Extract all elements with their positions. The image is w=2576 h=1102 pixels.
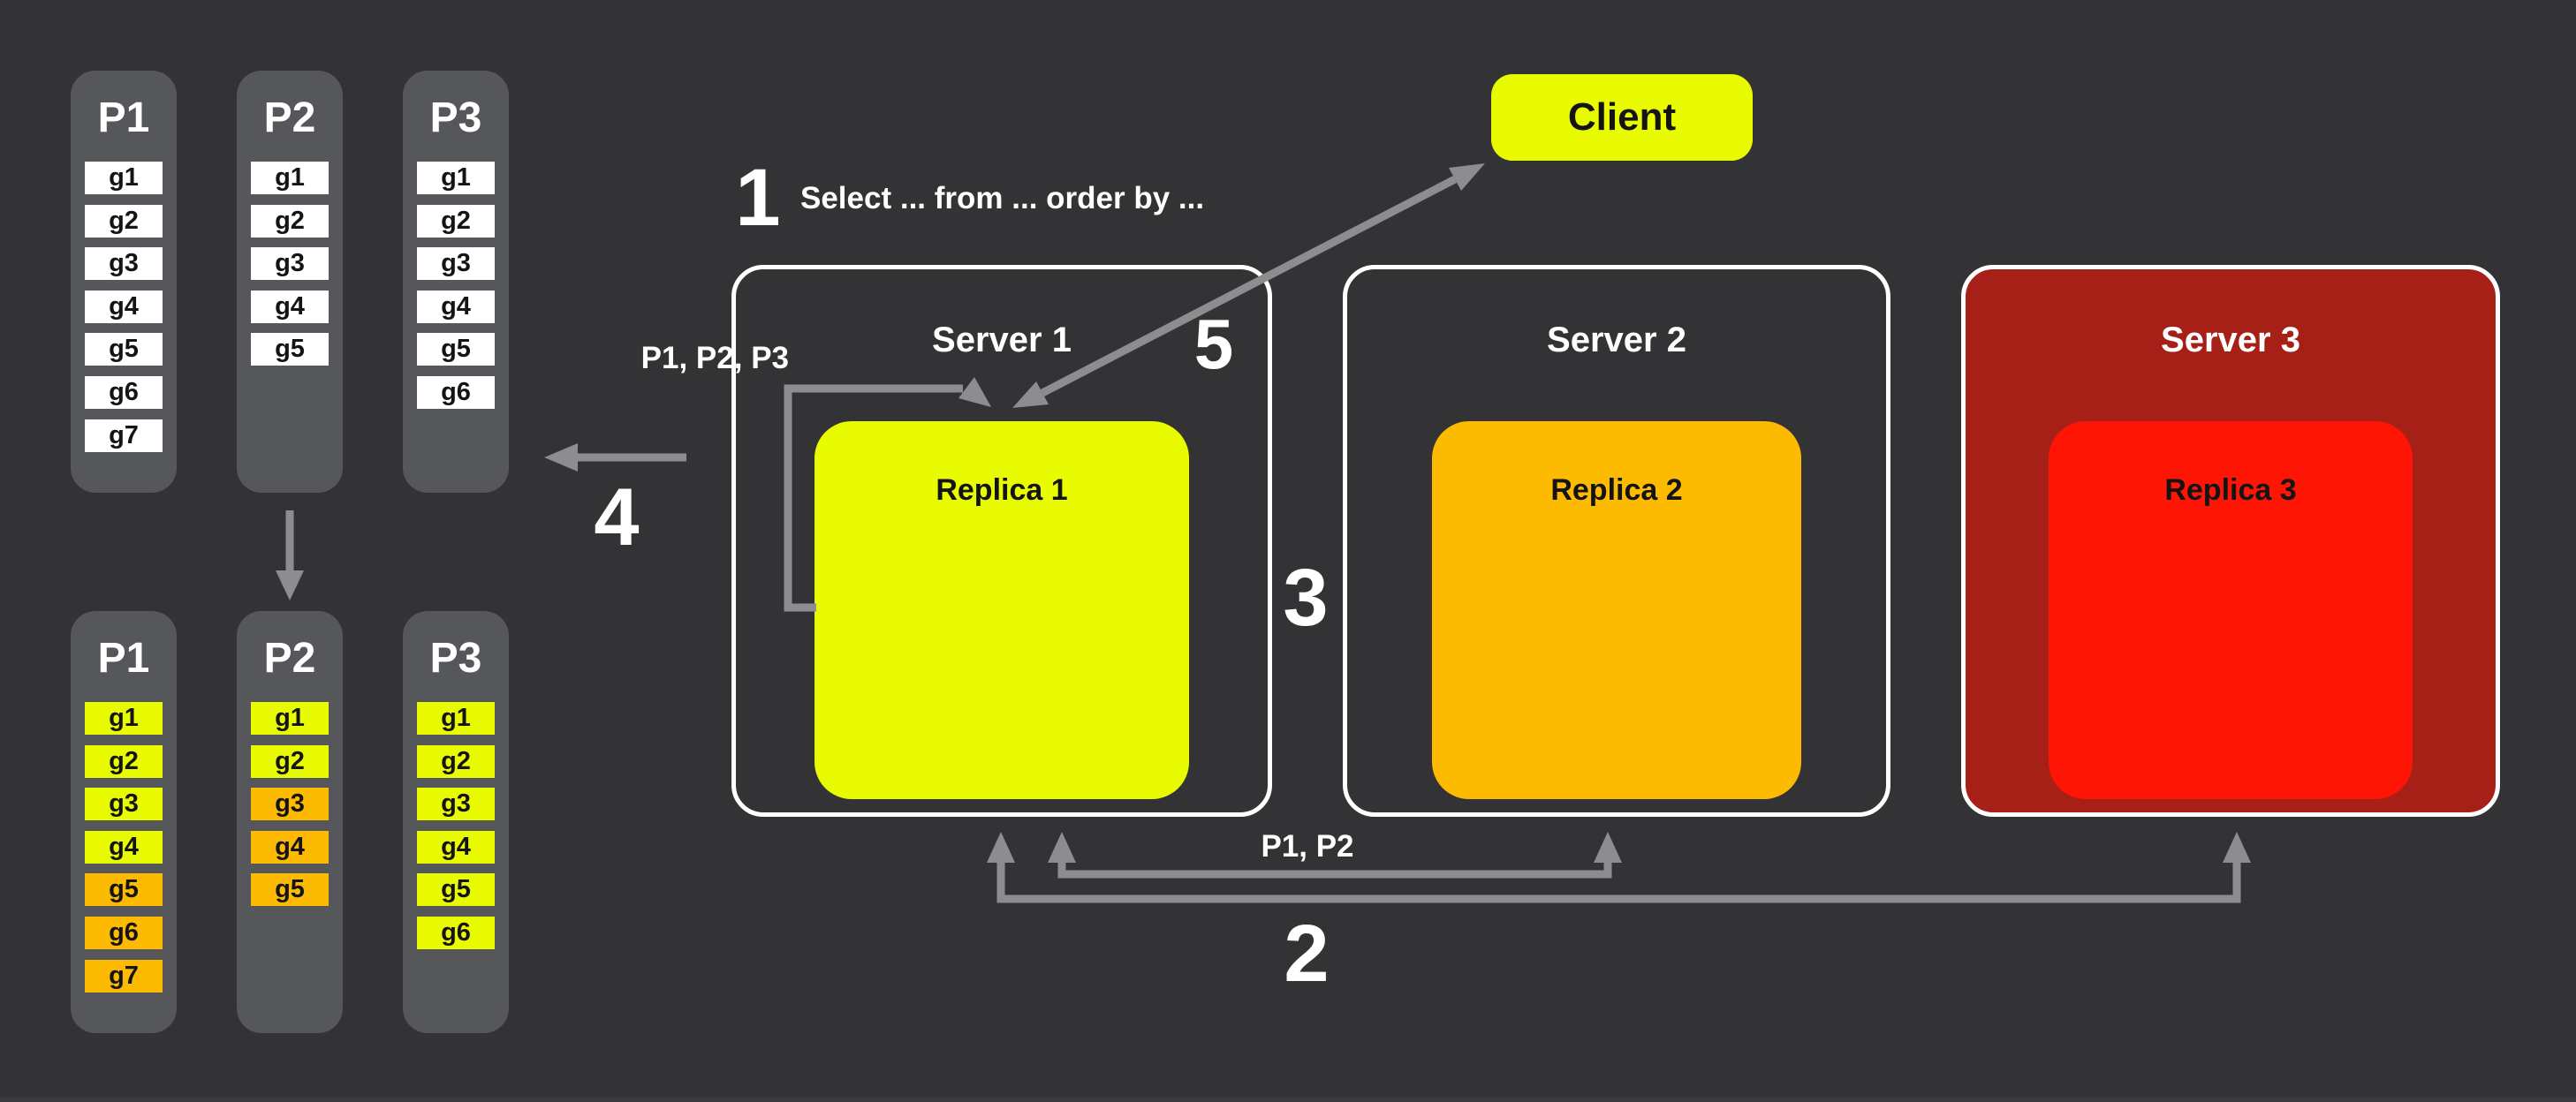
group-box-g6: g6 (417, 917, 495, 949)
step-2-number: 2 (1284, 909, 1330, 999)
group-box-g2: g2 (417, 204, 495, 238)
replica-node-1: Replica 1 (814, 421, 1189, 799)
group-box-g6: g6 (85, 376, 163, 409)
group-box-g2: g2 (251, 204, 329, 238)
partition-sort-arrow (276, 510, 304, 600)
group-box-g7: g7 (85, 419, 163, 452)
unsorted-partition-p1: P1 g1 g2 g3 g4 g5 g6 g7 (71, 71, 177, 493)
group-box-g1: g1 (251, 702, 329, 735)
replica-label: Replica 2 (1550, 473, 1683, 507)
group-box-g5: g5 (251, 333, 329, 366)
client-node: Client (1491, 74, 1753, 161)
client-response-arrow (1012, 163, 1485, 408)
group-box-g4: g4 (251, 290, 329, 323)
group-box-g4: g4 (251, 830, 329, 864)
replica-merge-loop-arrow (784, 377, 991, 612)
group-box-g6: g6 (85, 917, 163, 949)
group-box-g4: g4 (85, 830, 163, 864)
sorted-partition-p1: P1 g1 g2 g3 g4 g5 g6 g7 (71, 611, 177, 1033)
step-5-number: 5 (1193, 305, 1234, 383)
replica-node-3: Replica 3 (2049, 421, 2413, 799)
loop-partitions-label: P1, P2, P3 (640, 341, 789, 375)
replica-node-2: Replica 2 (1432, 421, 1801, 799)
partition-label: P2 (263, 635, 316, 682)
step-3-number: 3 (1283, 553, 1329, 643)
replica-label: Replica 1 (936, 473, 1068, 507)
group-box-g1: g1 (85, 702, 163, 735)
group-box-g1: g1 (85, 162, 163, 194)
group-box-g1: g1 (251, 162, 329, 194)
group-box-g3: g3 (251, 788, 329, 821)
group-box-g2: g2 (251, 744, 329, 778)
server-node-2: Server 2 Replica 2 (1343, 265, 1890, 817)
group-box-g1: g1 (417, 162, 495, 194)
group-box-g3: g3 (251, 247, 329, 281)
step-4-number: 4 (594, 472, 640, 562)
group-box-g5: g5 (417, 873, 495, 907)
group-box-g5: g5 (417, 333, 495, 366)
group-box-g2: g2 (417, 744, 495, 778)
step-4-return-arrow (544, 443, 686, 472)
group-box-g3: g3 (85, 247, 163, 281)
group-box-g6: g6 (417, 376, 495, 409)
group-box-g5: g5 (251, 873, 329, 907)
group-box-g5: g5 (85, 873, 163, 907)
group-box-g4: g4 (85, 290, 163, 323)
server-node-3: Server 3 Replica 3 (1961, 265, 2500, 817)
bottom-crop-edge (0, 1098, 2576, 1102)
sorted-partition-p2: P2 g1 g2 g3 g4 g5 (237, 611, 343, 1033)
partition-label: P1 (97, 635, 150, 682)
query-text: Select ... from ... order by ... (800, 181, 1205, 215)
server-title: Server 1 (932, 321, 1072, 359)
group-box-g7: g7 (85, 959, 163, 993)
partition-label: P2 (263, 94, 316, 141)
replica-label: Replica 3 (2164, 473, 2297, 507)
partition-label: P3 (429, 635, 482, 682)
group-box-g4: g4 (417, 830, 495, 864)
server-title: Server 3 (2161, 321, 2300, 359)
group-box-g4: g4 (417, 290, 495, 323)
partition-label: P1 (97, 94, 150, 141)
group-box-g3: g3 (417, 788, 495, 821)
unsorted-partition-p3: P3 g1 g2 g3 g4 g5 g6 (403, 71, 509, 493)
scatter-arrow-server2 (1048, 832, 1622, 879)
group-box-g2: g2 (85, 204, 163, 238)
group-box-g2: g2 (85, 744, 163, 778)
unsorted-partition-p2: P2 g1 g2 g3 g4 g5 (237, 71, 343, 493)
server-node-1: Server 1 Replica 1 (731, 265, 1272, 817)
group-box-g5: g5 (85, 333, 163, 366)
partition-label: P3 (429, 94, 482, 141)
group-box-g3: g3 (417, 247, 495, 281)
scatter-arrow-server3 (987, 832, 2251, 903)
server-title: Server 2 (1547, 321, 1686, 359)
group-box-g1: g1 (417, 702, 495, 735)
sorted-partition-p3: P3 g1 g2 g3 g4 g5 g6 (403, 611, 509, 1033)
group-box-g3: g3 (85, 788, 163, 821)
scatter-partitions-label: P1, P2 (1261, 829, 1354, 864)
step-1-number: 1 (735, 153, 781, 243)
